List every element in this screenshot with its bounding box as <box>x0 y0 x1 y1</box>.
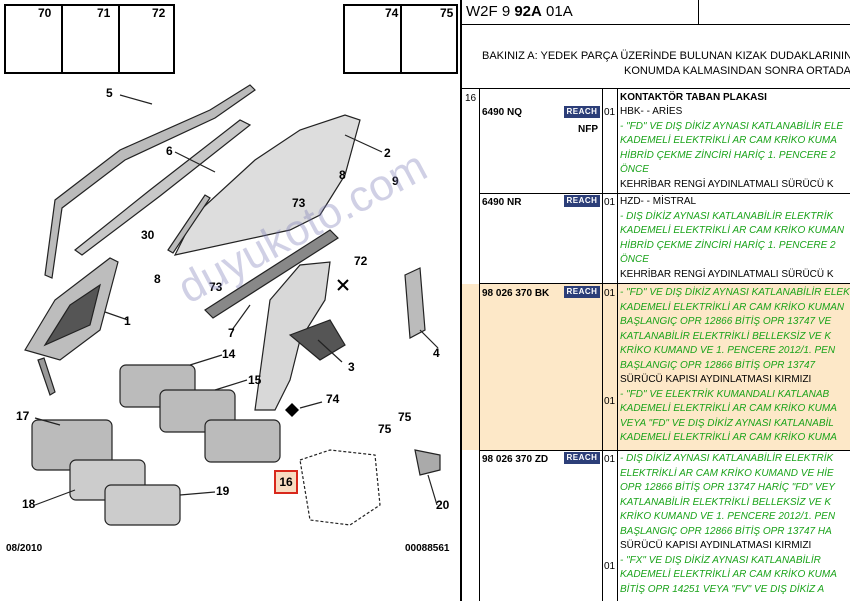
reach-badge: REACH <box>564 195 600 207</box>
box-label-74: 74 <box>385 6 399 20</box>
callout-17[interactable]: 17 <box>16 409 30 423</box>
box-divider <box>118 4 120 74</box>
quantity: 01 <box>604 454 616 465</box>
row-divider <box>479 193 850 194</box>
note-line-2: KONUMDA KALMASINDAN SONRA ORTADA <box>624 65 850 77</box>
parts-list: W2F 9 92A 01A BAKINIZ A: YEDEK PARÇA ÜZE… <box>462 0 850 601</box>
nfp-label: NFP <box>578 124 598 135</box>
quantity: 01 <box>604 396 616 407</box>
callout-73[interactable]: 73 <box>292 196 306 210</box>
callout-4[interactable]: 4 <box>433 346 440 360</box>
quantity: 01 <box>604 561 616 572</box>
callout-3[interactable]: 3 <box>348 360 355 374</box>
date-stamp: 08/2010 <box>6 543 43 554</box>
parts-diagram: 70 71 72 74 75 5 6 2 8 9 73 30 72 8 73 1… <box>4 0 462 601</box>
reach-badge: REACH <box>564 106 600 118</box>
callout-1[interactable]: 1 <box>124 314 131 328</box>
part-description: - DIŞ DİKİZ AYNASI KATLANABİLİR ELEKTRİK… <box>620 453 837 595</box>
callout-30[interactable]: 30 <box>141 228 155 242</box>
part-description: - "FD" VE DIŞ DİKİZ AYNASI KATLANABİLİR … <box>620 287 850 443</box>
column-divider <box>602 88 603 601</box>
box-label-71: 71 <box>97 6 111 20</box>
reach-badge: REACH <box>564 452 600 464</box>
box-label-72: 72 <box>152 6 166 20</box>
hardware-box-left <box>4 4 175 74</box>
title-divider <box>698 0 699 24</box>
callout-75[interactable]: 75 <box>398 410 412 424</box>
callout-8[interactable]: 8 <box>339 168 346 182</box>
callout-16-highlighted[interactable]: 16 <box>274 470 298 494</box>
row-divider <box>479 283 850 284</box>
callout-74[interactable]: 74 <box>326 392 340 406</box>
part-description: HBK- - ARİES - "FD" VE DIŞ DİKİZ AYNASI … <box>620 106 844 190</box>
callout-14[interactable]: 14 <box>222 347 236 361</box>
callout-2[interactable]: 2 <box>384 146 391 160</box>
box-divider <box>61 4 63 74</box>
part-ref[interactable]: 98 026 370 BK <box>482 288 550 299</box>
row-divider <box>479 450 850 451</box>
callout-8b[interactable]: 8 <box>154 272 161 286</box>
callout-20[interactable]: 20 <box>436 498 450 512</box>
group-number: 16 <box>465 93 477 104</box>
title-bar: W2F 9 92A 01A <box>462 0 850 25</box>
part-ref[interactable]: 98 026 370 ZD <box>482 454 549 465</box>
box-divider <box>400 4 402 74</box>
box-label-75: 75 <box>440 6 454 20</box>
callout-72[interactable]: 72 <box>354 254 368 268</box>
callout-75b[interactable]: 75 <box>378 422 392 436</box>
warning-note: BAKINIZ A: YEDEK PARÇA ÜZERİNDE BULUNAN … <box>462 24 850 89</box>
callout-9[interactable]: 9 <box>392 174 399 188</box>
callout-6[interactable]: 6 <box>166 144 173 158</box>
diagram-drawing <box>14 17 446 526</box>
selected-row-highlight <box>462 284 850 450</box>
callout-73b[interactable]: 73 <box>209 280 223 294</box>
part-ref[interactable]: 6490 NR <box>482 197 522 208</box>
drawing-code: 00088561 <box>405 543 450 554</box>
callout-5[interactable]: 5 <box>106 86 113 100</box>
part-description: HZD- - MİSTRAL - DIŞ DİKİZ AYNASI KATLAN… <box>620 196 845 280</box>
quantity: 01 <box>604 197 616 208</box>
box-label-70: 70 <box>38 6 52 20</box>
catalog-title: W2F 9 92A 01A <box>466 3 573 20</box>
quantity: 01 <box>604 288 616 299</box>
column-divider <box>617 88 618 601</box>
callout-19[interactable]: 19 <box>216 484 230 498</box>
column-divider <box>479 88 480 601</box>
callout-18[interactable]: 18 <box>22 497 36 511</box>
quantity: 01 <box>604 107 616 118</box>
callout-15[interactable]: 15 <box>248 373 262 387</box>
reach-badge: REACH <box>564 286 600 298</box>
note-line-1: BAKINIZ A: YEDEK PARÇA ÜZERİNDE BULUNAN … <box>482 50 850 62</box>
part-ref[interactable]: 6490 NQ <box>482 107 523 118</box>
group-title: KONTAKTÖR TABAN PLAKASI <box>620 92 767 103</box>
callout-7[interactable]: 7 <box>228 326 235 340</box>
